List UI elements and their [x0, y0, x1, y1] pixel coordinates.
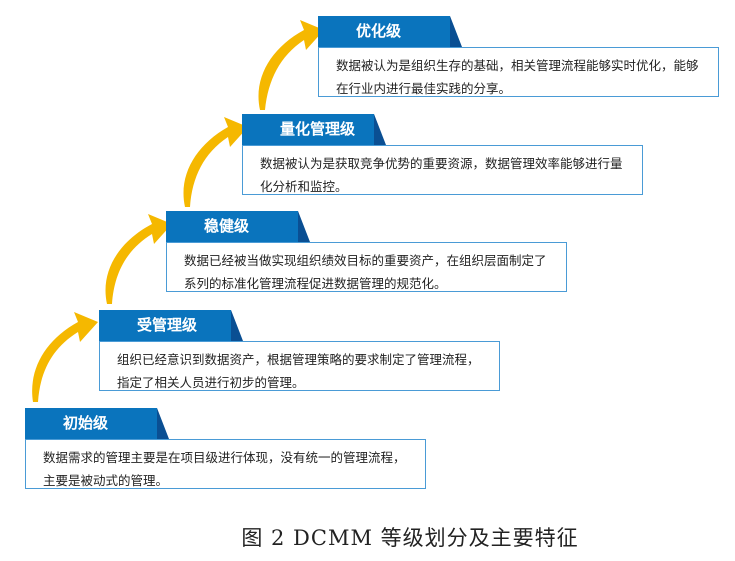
level-title: 受管理级 [99, 310, 243, 341]
level-title: 量化管理级 [242, 114, 386, 145]
level-title: 初始级 [25, 408, 169, 439]
arrow-icon [258, 20, 324, 110]
level-initial: 初始级 数据需求的管理主要是在项目级进行体现，没有统一的管理流程，主要是被动式的… [25, 408, 426, 489]
level-description: 数据需求的管理主要是在项目级进行体现，没有统一的管理流程，主要是被动式的管理。 [25, 439, 426, 489]
level-managed: 受管理级 组织已经意识到数据资产，根据管理策略的要求制定了管理流程，指定了相关人… [99, 310, 500, 391]
level-title: 稳健级 [166, 211, 310, 242]
level-description: 数据被认为是组织生存的基础，相关管理流程能够实时优化，能够在行业内进行最佳实践的… [318, 47, 719, 97]
level-title: 优化级 [318, 16, 462, 47]
level-description: 数据被认为是获取竞争优势的重要资源，数据管理效率能够进行量化分析和监控。 [242, 145, 643, 195]
level-description: 数据已经被当做实现组织绩效目标的重要资产，在组织层面制定了系列的标准化管理流程促… [166, 242, 567, 292]
arrow-icon [105, 214, 172, 304]
level-description: 组织已经意识到数据资产，根据管理策略的要求制定了管理流程，指定了相关人员进行初步… [99, 341, 500, 391]
arrow-icon [32, 312, 98, 402]
figure-caption: 图 2 DCMM 等级划分及主要特征 [241, 526, 579, 550]
level-optimized: 优化级 数据被认为是组织生存的基础，相关管理流程能够实时优化，能够在行业内进行最… [318, 16, 719, 97]
level-robust: 稳健级 数据已经被当做实现组织绩效目标的重要资产，在组织层面制定了系列的标准化管… [166, 211, 567, 292]
level-quantitative: 量化管理级 数据被认为是获取竞争优势的重要资源，数据管理效率能够进行量化分析和监… [242, 114, 643, 195]
arrow-icon [183, 117, 248, 207]
